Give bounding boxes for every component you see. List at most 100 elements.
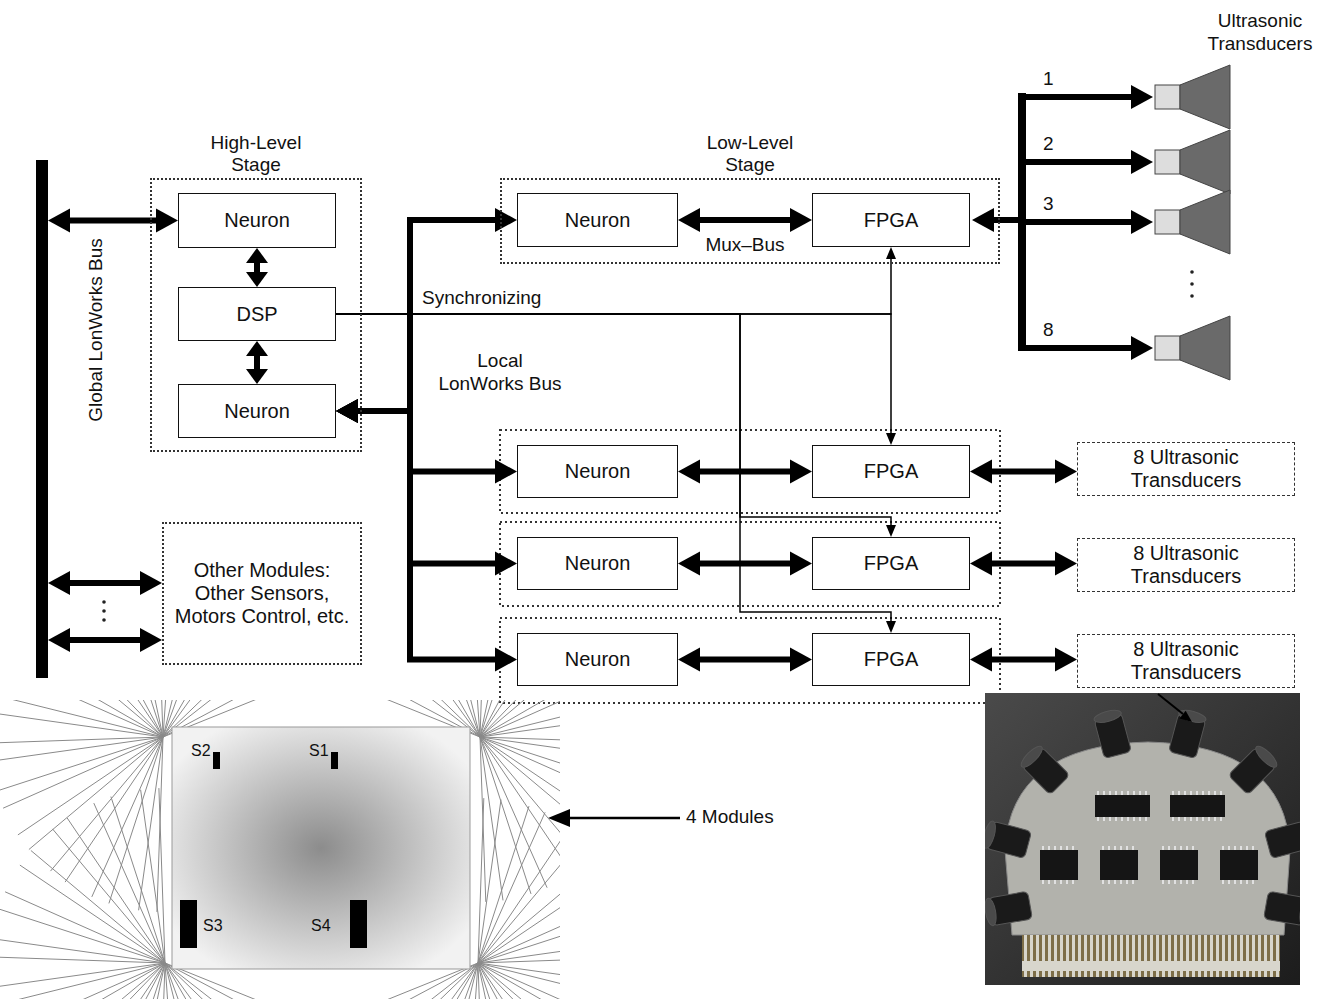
leader-arrow <box>568 817 680 820</box>
module-photo <box>1042 846 1076 850</box>
connector-line <box>991 469 1056 475</box>
beam-line <box>0 737 163 743</box>
connector-line <box>69 580 141 586</box>
connector-line <box>69 637 141 643</box>
beam-line <box>478 963 556 999</box>
sensor-label: S4 <box>311 916 331 935</box>
connector <box>336 314 896 445</box>
connector-line <box>357 411 496 564</box>
stage-frame <box>500 522 1000 606</box>
module-photo <box>1102 846 1136 850</box>
module-photo <box>1264 821 1300 858</box>
module-photo <box>1018 743 1045 770</box>
module-photo <box>1253 743 1280 770</box>
connector-line <box>991 561 1056 567</box>
robot-outline <box>350 900 367 948</box>
box-label: DSP <box>236 303 277 326</box>
connector-line <box>254 355 260 370</box>
sensor-beams <box>0 700 560 999</box>
beam-line <box>29 700 163 737</box>
leader-arrow <box>1158 694 1183 714</box>
beam-line <box>81 700 163 737</box>
connector <box>246 248 268 287</box>
processor-box: Neuron <box>178 384 336 438</box>
module-photo <box>985 693 1300 985</box>
processor-box: DSP <box>178 287 336 341</box>
box-label: Neuron <box>224 209 290 232</box>
beam-line <box>478 940 560 963</box>
beam-line <box>109 737 163 903</box>
connector <box>336 399 517 672</box>
stage-frame <box>500 430 1000 513</box>
arrow-head <box>48 628 70 652</box>
box-label: FPGA <box>864 648 918 671</box>
box-label: Neuron <box>565 460 631 483</box>
beam-line <box>3 700 163 737</box>
arrow-head <box>495 208 517 232</box>
connector <box>970 460 1077 484</box>
beam-line <box>67 818 165 963</box>
beam-line <box>5 963 165 999</box>
arrow-head <box>886 433 896 445</box>
box-label: Other Modules: Other Sensors, Motors Con… <box>175 559 350 628</box>
transducer-icon <box>1180 190 1230 254</box>
box-label: FPGA <box>864 552 918 575</box>
arrow-head <box>678 648 700 672</box>
arrow-head <box>336 399 358 423</box>
module-photo <box>1264 820 1300 859</box>
transducer-bus <box>972 208 994 232</box>
processor-box: FPGA <box>812 193 970 247</box>
arrow-head <box>246 272 268 287</box>
connector-line <box>254 262 260 273</box>
arrow-head <box>156 209 178 233</box>
beam-line <box>478 963 529 999</box>
beam-line <box>0 963 165 987</box>
robot-outline <box>172 727 470 969</box>
arrow-head <box>970 648 992 672</box>
arrow-head <box>970 552 992 576</box>
robot-outline <box>172 727 470 969</box>
beam-line <box>0 909 165 963</box>
connector-line <box>357 411 496 472</box>
figure-label: Ultrasonic Transducers <box>1198 10 1322 56</box>
module-photo <box>1178 708 1208 725</box>
module-photo <box>985 820 1032 859</box>
beam-line <box>478 826 560 963</box>
processor-box: FPGA <box>812 633 970 686</box>
beam-line <box>41 700 163 737</box>
leader-arrow <box>1180 711 1193 722</box>
box-label: 8 Ultrasonic Transducers <box>1111 446 1261 492</box>
beam-line <box>0 963 165 999</box>
arrow-head <box>48 571 70 595</box>
callout-number: 1 <box>1043 68 1054 91</box>
arrow-head <box>336 399 358 423</box>
module-photo <box>1162 880 1196 884</box>
beam-line <box>18 737 163 835</box>
arrow-head <box>495 460 517 484</box>
beam-line <box>159 788 165 963</box>
transducer-group: 8 Ultrasonic Transducers <box>1077 538 1295 592</box>
beam-line <box>65 700 163 737</box>
stage-group: High-Level StageNeuronDSPNeuron <box>150 178 362 452</box>
transducer-bus <box>1131 85 1153 109</box>
processor-box: Neuron <box>178 193 336 248</box>
module-group: Other Modules: Other Sensors, Motors Con… <box>162 522 362 665</box>
beam-line <box>480 700 531 737</box>
connector <box>48 571 162 595</box>
connector-line <box>69 218 157 224</box>
ellipsis-dots <box>102 600 106 604</box>
sensor-label: S1 <box>309 741 329 760</box>
callout-number: 8 <box>1043 319 1054 342</box>
box-label: 8 Ultrasonic Transducers <box>1111 638 1261 684</box>
stage-frame <box>500 618 1000 703</box>
box-label: Neuron <box>224 400 290 423</box>
processor-box: Neuron <box>517 445 678 498</box>
arrow-head <box>140 571 162 595</box>
connector-line <box>336 314 891 434</box>
connector-line <box>336 258 891 314</box>
module-photo <box>1022 935 1280 977</box>
module-photo <box>1097 817 1148 821</box>
arrow-head <box>246 369 268 384</box>
